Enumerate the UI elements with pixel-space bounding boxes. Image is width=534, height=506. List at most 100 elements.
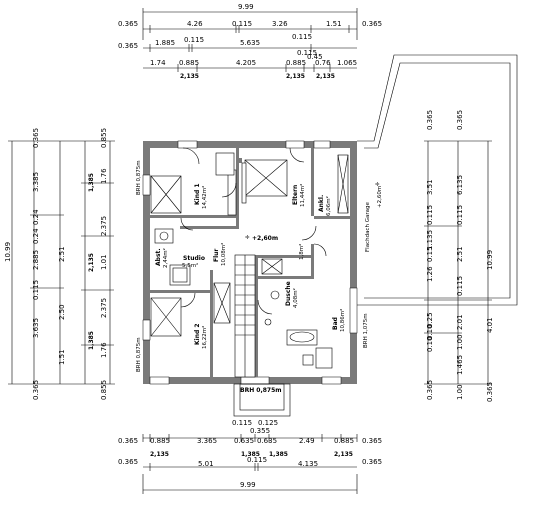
right-c2-d: 2.51 [456, 246, 464, 262]
window-label-4: BRH 0,875m [240, 387, 282, 394]
top-r3-sub-b: 2,135 [286, 73, 305, 80]
left-sub-c: 1,385 [88, 331, 95, 350]
roof-level: +2,60m [377, 186, 383, 208]
top-r1-f: 0.365 [362, 20, 382, 28]
top-r3-f: 0.76 [315, 59, 331, 67]
top-r2-c: 0.115 [184, 36, 204, 44]
top-r3-d: 0.885 [286, 59, 306, 67]
top-r1-b: 4.26 [187, 20, 203, 28]
right-c2-c: 0.115 [456, 205, 464, 225]
left-c3-c: 2.375 [100, 216, 108, 236]
flachdach-label: Flachdach Garage [365, 202, 371, 252]
flur2-area: 1,8m² [298, 244, 305, 260]
bot-r1-h: 0.635 [257, 437, 277, 445]
left-c2-b: 2.50 [58, 304, 66, 320]
eltern-area: 11,44m² [299, 184, 306, 207]
left-c1-a: 0.365 [32, 128, 40, 148]
right-c3-a: 10.99 [486, 250, 494, 270]
top-r2-d: 5.635 [240, 39, 260, 47]
bot-r2-e: 0.365 [362, 458, 382, 466]
top-r3-g: 1.065 [337, 59, 357, 67]
right-c1-a: 0.365 [426, 110, 434, 130]
left-c1-e: 2.885 [32, 250, 40, 270]
left-c3-a: 0.855 [100, 128, 108, 148]
left-c1-b: 3.385 [32, 172, 40, 192]
bot-r1-k: 0.365 [362, 437, 382, 445]
bot-r1-c: 0.355 [250, 427, 270, 435]
bot-r1-f: 3.365 [197, 437, 217, 445]
top-r3-e: 0.45 [307, 53, 323, 61]
top-r2-e: 0.115 [297, 49, 317, 57]
top-total: 9.99 [238, 3, 254, 11]
bot-sub-d: 2,135 [334, 451, 353, 458]
top-r1-e: 1.51 [326, 20, 342, 28]
left-c3-e: 2.375 [100, 298, 108, 318]
right-c2-b: 6.135 [456, 175, 464, 195]
bot-r2-b: 5.01 [198, 460, 214, 468]
bot-r1-d: 0.365 [118, 437, 138, 445]
right-c2-i: 1.00 [456, 384, 464, 400]
right-c3-b: 4.01 [486, 317, 494, 333]
bot-r2-c: 0.115 [247, 456, 267, 464]
right-c1-f: 1.26 [426, 266, 434, 282]
top-r1-c: 0.115 [232, 20, 252, 28]
top-r3-sub-c: 2,135 [316, 73, 335, 80]
window-label-1: BRH 0,875m [136, 160, 142, 195]
left-sub-a: 1,385 [88, 173, 95, 192]
bot-r1-b: 0.125 [258, 419, 278, 427]
left-c2-a: 2.51 [58, 246, 66, 262]
left-sub-b: 2,135 [88, 253, 95, 272]
exterior-walls [142, 140, 358, 385]
bot-r2-d: 4.135 [298, 460, 318, 468]
main-level: +2,60m [252, 235, 278, 242]
bot-sub-a: 2,135 [150, 451, 169, 458]
right-c1-h: 0.10 [426, 324, 434, 340]
right-c2-a: 0.365 [456, 110, 464, 130]
left-c1-h: 0.365 [32, 380, 40, 400]
right-c1-d: 1.135 [426, 230, 434, 250]
bottom-dimension-chain: 0.115 0.125 0.355 0.365 0.885 3.365 0.63… [118, 419, 382, 494]
kind1-name: Kind 1 [194, 183, 201, 205]
left-c1-f: 0.115 [32, 280, 40, 300]
garage-roof-outline: Flachdach Garage +2,60m ✛ [357, 54, 518, 306]
top-r1-d: 3.26 [272, 20, 288, 28]
top-r2-a: 0.365 [118, 42, 138, 50]
left-c3-f: 1.76 [100, 342, 108, 358]
dusche-name: Dusche [285, 281, 292, 306]
right-c1-c: 0.115 [426, 205, 434, 225]
kind2-name: Kind 2 [194, 323, 201, 345]
top-r3-sub-a: 2,135 [180, 73, 199, 80]
main-level-marker-icon: ✛ [245, 234, 250, 241]
studio-area: 5,5m² [182, 262, 198, 269]
bot-r1-i: 2.49 [299, 437, 315, 445]
ankl-area: 6,06m² [325, 196, 332, 216]
left-c1-d: 0.24 [32, 228, 40, 244]
left-c2-c: 1.51 [58, 349, 66, 365]
right-c1-i: 0.10 [426, 336, 434, 352]
ankl-name: Ankl. [318, 195, 325, 212]
left-c1-g: 3.635 [32, 318, 40, 338]
kind1-area: 14,42m² [201, 186, 208, 209]
studio-name: Studio [183, 255, 205, 262]
dusche-area: 4,08m² [292, 288, 299, 308]
left-total: 10.99 [4, 242, 12, 262]
window-label-2: BRH 0,875m [136, 337, 142, 372]
top-r1-g: 0.115 [292, 33, 312, 41]
flur-name: Flur [213, 249, 220, 262]
top-dimension-chain: 9.99 0.365 4.26 0.115 3.26 1.51 0.365 0.… [118, 3, 382, 80]
right-c2-g: 1.00 [456, 334, 464, 350]
right-c1-g: 0.25 [426, 312, 434, 328]
bot-r1-j: 0.885 [334, 437, 354, 445]
kind2-area: 16,22m² [201, 326, 208, 349]
left-dimension-chain: 10.99 0.365 3.385 0.24 0.24 2.885 0.115 … [4, 128, 115, 400]
bot-total: 9.99 [240, 481, 256, 489]
room-labels: Kind 1 14,42m² Eltern 11,44m² Ankl. 6,06… [155, 183, 346, 349]
bot-r1-e: 0.885 [150, 437, 170, 445]
ab-name: Abst. [155, 248, 162, 266]
roof-level-marker-icon: ✛ [375, 181, 380, 188]
ab-area: 2,44m² [162, 248, 169, 268]
window-labels: BRH 0,875m BRH 0,875m BRH 1,075m BRH 0,8… [136, 160, 369, 394]
right-c3-c: 0.365 [486, 382, 494, 402]
top-r3-b: 0.885 [179, 59, 199, 67]
top-r3-a: 1.74 [150, 59, 166, 67]
